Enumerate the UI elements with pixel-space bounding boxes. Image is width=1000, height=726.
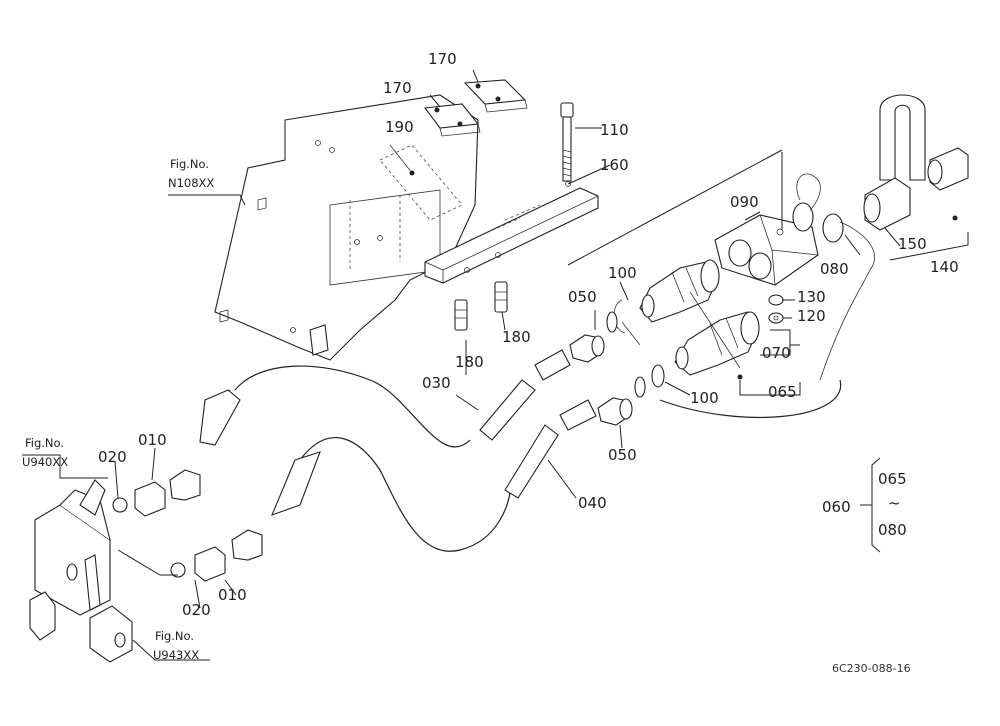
- coupler-block: [714, 214, 819, 286]
- callout-070: 070: [762, 344, 791, 362]
- callout-040: 040: [578, 494, 607, 512]
- callout-160: 160: [600, 156, 629, 174]
- callout-180: 180: [502, 328, 531, 346]
- frame-panel: [214, 94, 479, 361]
- callout-090: 090: [730, 193, 759, 211]
- bracket: [424, 181, 599, 284]
- callout-080: 080: [820, 260, 849, 278]
- adapter-lower: [597, 397, 633, 426]
- callout-120: 120: [797, 307, 826, 325]
- clamp-plate-upper: [463, 79, 528, 113]
- drawing-code: 6C230-088-16: [832, 662, 911, 675]
- bolt: [560, 102, 574, 182]
- figure-ref-code: U943XX: [153, 648, 199, 662]
- figure-ref-u943xx: Fig.No. U943XX: [153, 629, 199, 662]
- callout-100: 100: [690, 389, 719, 407]
- male-coupling-set: [863, 94, 969, 231]
- callout-065: 065: [768, 383, 797, 401]
- callout-110: 110: [600, 121, 629, 139]
- set-legend-to: 080: [878, 521, 907, 539]
- callout-010: 010: [218, 586, 247, 604]
- callout-050: 050: [568, 288, 597, 306]
- clamp-plate-lower: [423, 103, 481, 137]
- callout-170: 170: [383, 79, 412, 97]
- set-legend-parent: 060: [822, 498, 851, 516]
- callout-020: 020: [182, 601, 211, 619]
- callout-050: 050: [608, 446, 637, 464]
- circlips: [606, 299, 665, 398]
- callout-020: 020: [98, 448, 127, 466]
- callout-180: 180: [455, 353, 484, 371]
- figure-ref-prefix: Fig.No.: [170, 157, 209, 171]
- set-legend-tilde: ~: [888, 494, 901, 512]
- coupler-upper: [639, 259, 720, 323]
- set-legend: 060 065 ~ 080: [822, 470, 907, 539]
- callout-190: 190: [385, 118, 414, 136]
- figure-ref-code: U940XX: [22, 455, 68, 469]
- callout-030: 030: [422, 374, 451, 392]
- bracket-nuts: [454, 281, 508, 331]
- fitting-lower: [170, 529, 263, 582]
- hose-030: [199, 349, 571, 448]
- callout-100: 100: [608, 264, 637, 282]
- set-legend-from: 065: [878, 470, 907, 488]
- figure-ref-u940xx: Fig.No. U940XX: [22, 436, 68, 469]
- callout-130: 130: [797, 288, 826, 306]
- figure-ref-prefix: Fig.No.: [155, 629, 194, 643]
- figure-ref-n108xx: Fig.No. N108XX: [168, 157, 214, 190]
- control-valve: [29, 479, 133, 663]
- washers: [768, 294, 784, 324]
- callout-140: 140: [930, 258, 959, 276]
- adapter-upper: [569, 334, 605, 363]
- hose-040: [271, 399, 597, 552]
- figure-ref-code: N108XX: [168, 176, 214, 190]
- coupler-lower: [674, 311, 760, 380]
- fitting-upper: [112, 469, 201, 517]
- callout-150: 150: [898, 235, 927, 253]
- callout-170: 170: [428, 50, 457, 68]
- dust-caps: [792, 173, 875, 381]
- callouts: 170 170 190 110 160 090 150 140 080 130 …: [98, 50, 959, 619]
- leader-lines: [22, 69, 969, 661]
- callout-010: 010: [138, 431, 167, 449]
- figure-ref-prefix: Fig.No.: [25, 436, 64, 450]
